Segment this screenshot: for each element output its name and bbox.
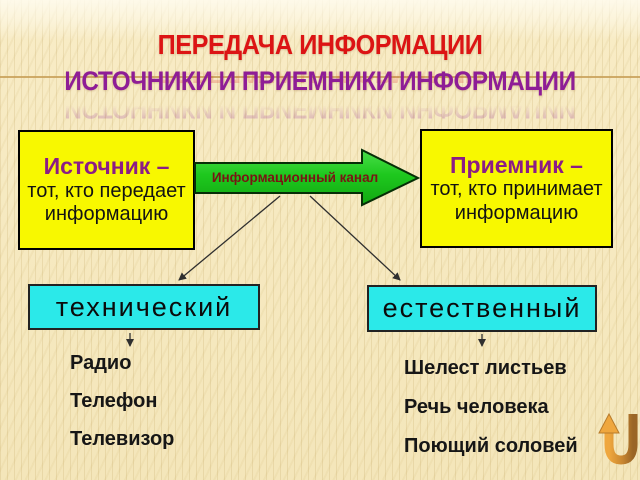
list-item: Поющий соловей bbox=[404, 435, 578, 457]
category-box-natural: естественный bbox=[367, 285, 597, 332]
slide-subtitle: ИСТОЧНИКИ И ПРИЕМНИКИ ИНФОРМАЦИИ bbox=[64, 66, 576, 96]
source-description: тот, кто передает информацию bbox=[27, 179, 186, 226]
list-item: Радио bbox=[70, 352, 132, 374]
list-item: Телефон bbox=[70, 390, 158, 412]
source-box: Источник – тот, кто передает информацию bbox=[18, 130, 195, 250]
natural-examples-list: Шелест листьев Речь человека Поющий соло… bbox=[404, 356, 578, 473]
slide-title: ПЕРЕДАЧА ИНФОРМАЦИИ bbox=[157, 29, 483, 60]
category-label-technical: технический bbox=[55, 291, 233, 322]
technical-examples-list: Радио Телефон Телевизор bbox=[70, 351, 174, 465]
category-box-technical: технический bbox=[28, 284, 260, 330]
list-item: Шелест листьев bbox=[404, 357, 567, 379]
receiver-description: тот, кто принимает информацию bbox=[430, 178, 603, 224]
slide-subtitle-reflection: ИСТОЧНИКИ И ПРИЕМНИКИ ИНФОРМАЦИИ bbox=[64, 94, 576, 124]
header-divider-line bbox=[0, 76, 640, 78]
u-turn-arrow-icon[interactable] bbox=[592, 408, 640, 470]
list-item: Телевизор bbox=[70, 428, 175, 450]
source-heading: Источник – bbox=[43, 153, 170, 180]
receiver-box: Приемник – тот, кто принимает информацию bbox=[420, 129, 613, 248]
channel-label: Информационный канал bbox=[211, 170, 379, 185]
category-label-natural: естественный bbox=[382, 293, 582, 323]
channel-arrow-shape bbox=[194, 148, 421, 207]
receiver-heading: Приемник – bbox=[450, 151, 583, 178]
list-item: Речь человека bbox=[404, 396, 549, 418]
